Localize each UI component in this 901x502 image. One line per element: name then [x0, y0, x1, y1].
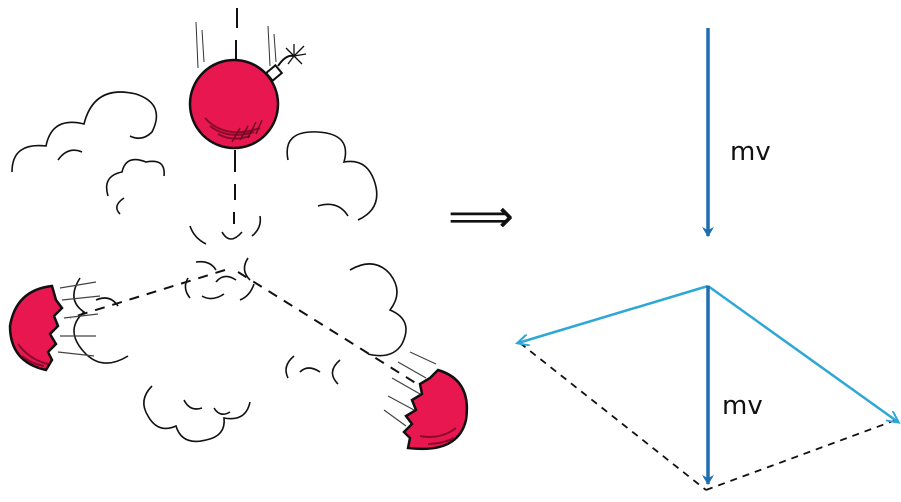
fuse-spark: [286, 44, 306, 64]
fragment-trajectories: [70, 270, 430, 392]
bomb-icon: [190, 44, 306, 148]
momentum-vector-diagram: mv mv: [518, 28, 898, 490]
explosion-illustration: [10, 8, 467, 449]
smoke-cloud-icon: [12, 92, 406, 441]
implies-symbol: ⟹: [448, 189, 514, 243]
initial-momentum-label: mv: [730, 137, 771, 167]
total-momentum-label: mv: [722, 391, 763, 421]
explosion-burst-icon: [185, 216, 260, 300]
bomb-fragment-icon-left: [10, 282, 100, 370]
bomb-fragment-icon-right: [384, 352, 467, 449]
left-fragment-momentum-arrow: [518, 286, 708, 343]
